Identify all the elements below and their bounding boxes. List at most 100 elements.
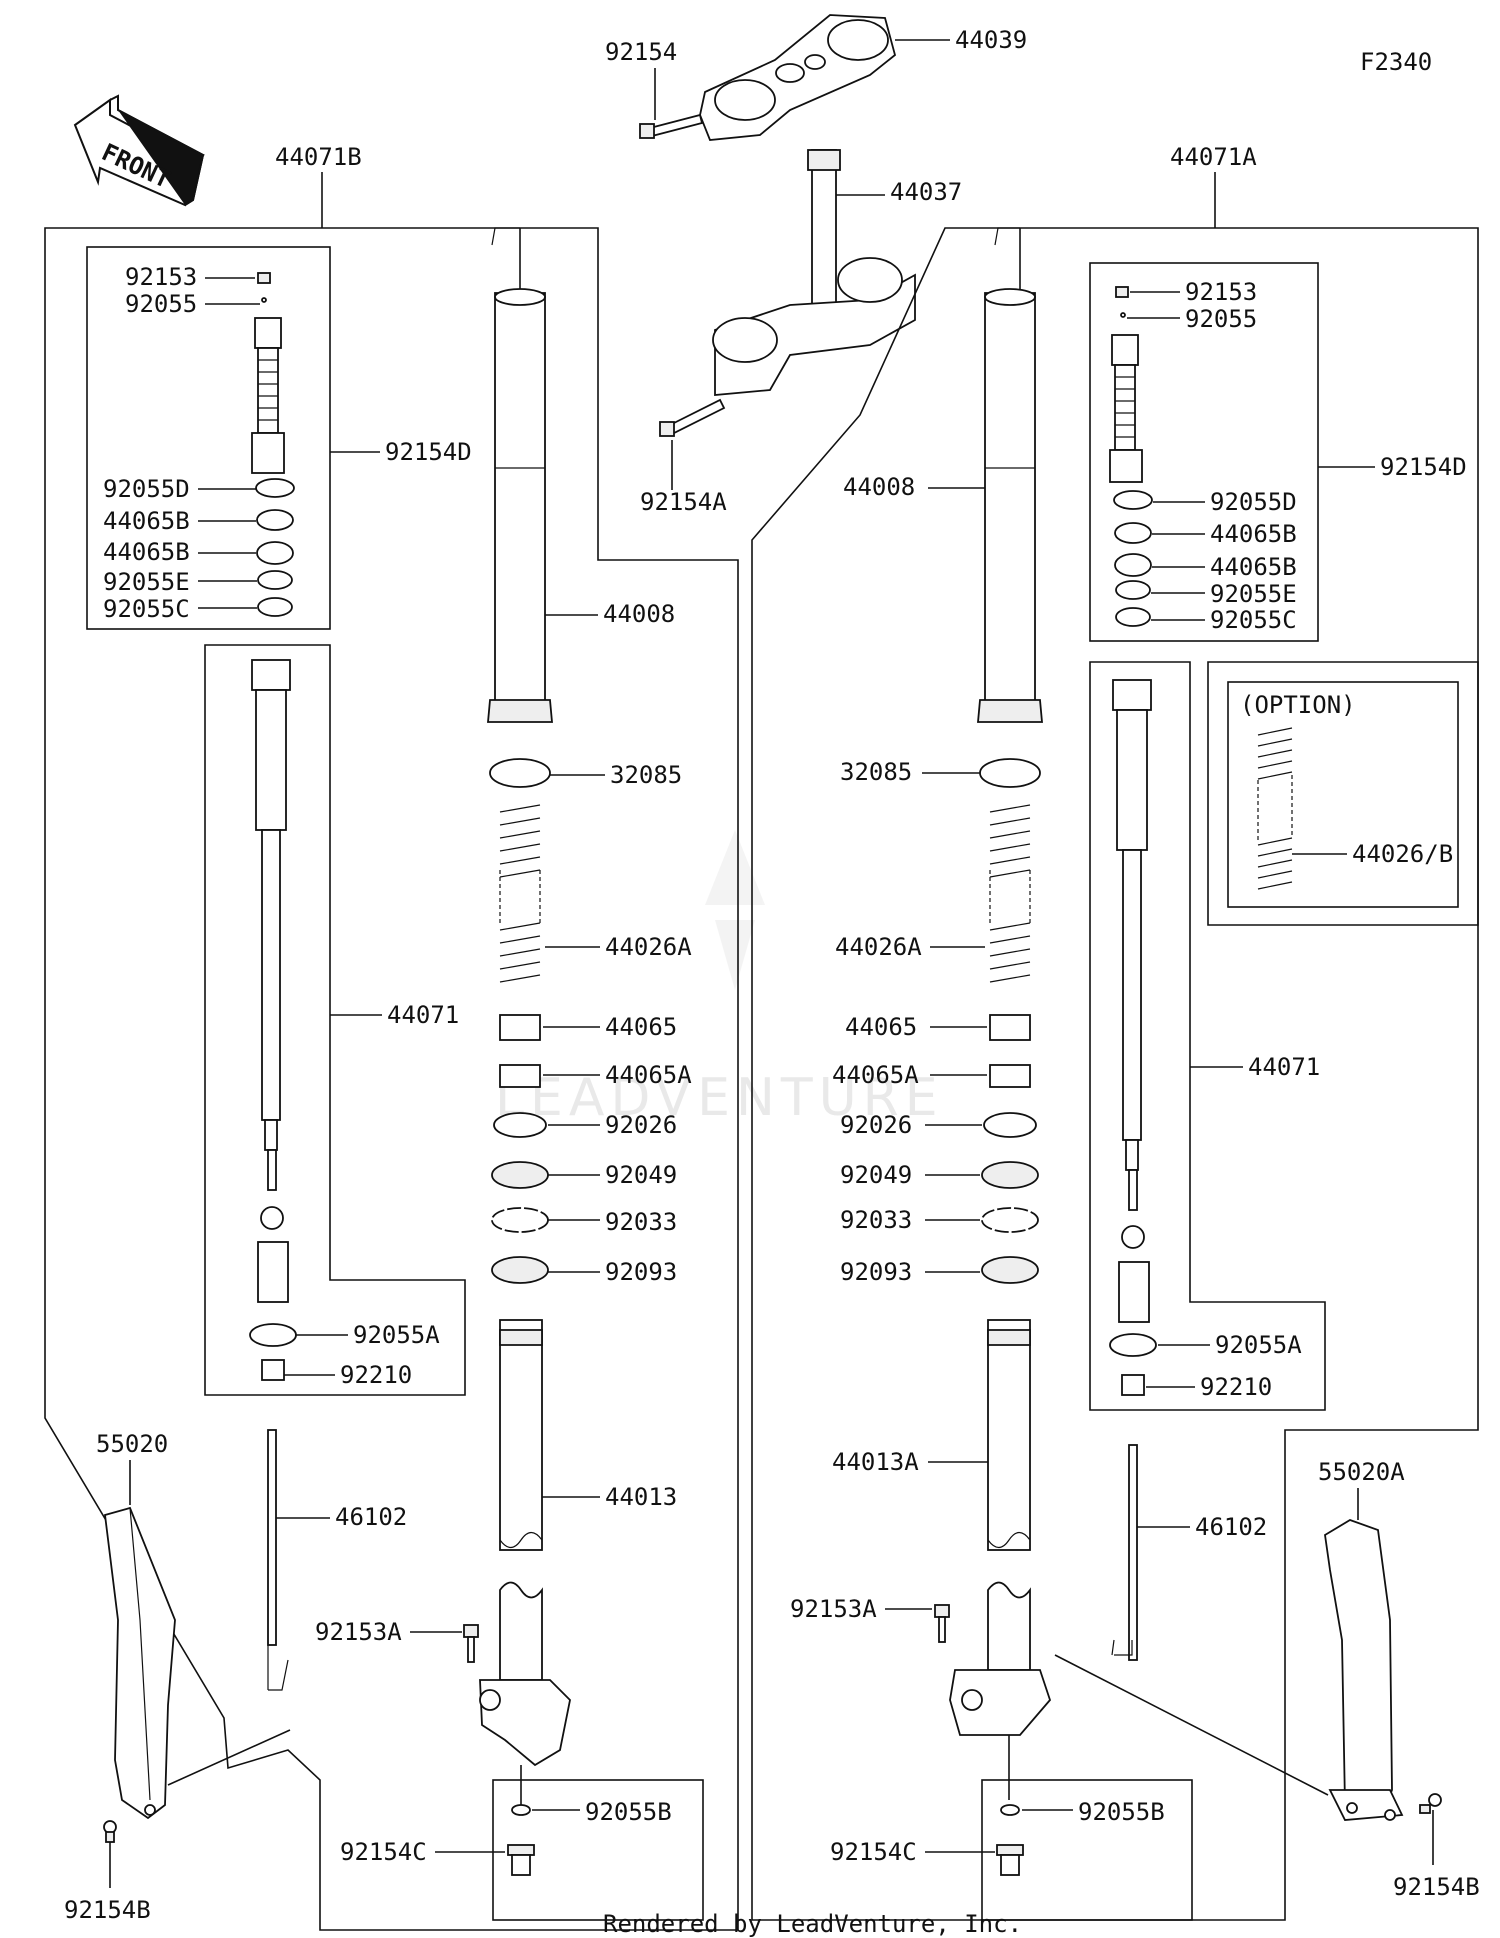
right-outer-tube-44008 (977, 227, 1043, 723)
label-right-92055B: 92055B (1078, 1798, 1165, 1826)
label-right-44026A: 44026A (835, 933, 922, 961)
label-right-46102: 46102 (1195, 1513, 1267, 1541)
left-fork-guard-55020 (104, 1506, 176, 1820)
left-oring-92055C (257, 597, 293, 617)
label-right-44065: 44065 (845, 1013, 917, 1041)
right-washer-92026 (983, 1112, 1037, 1138)
right-oring-92055D (1113, 490, 1153, 510)
left-drain-box (492, 1779, 704, 1921)
bolt-92154 (639, 113, 704, 139)
right-seal-92093 (981, 1256, 1039, 1284)
label-44037: 44037 (890, 178, 962, 206)
label-left-44065B-a: 44065B (103, 507, 190, 535)
left-clip-92033 (491, 1207, 549, 1233)
right-oring-92055C (1115, 607, 1151, 627)
label-left-44026A: 44026A (605, 933, 692, 961)
label-right-92033: 92033 (840, 1206, 912, 1234)
label-right-92055: 92055 (1185, 305, 1257, 333)
label-44039: 44039 (955, 26, 1027, 54)
label-left-92026: 92026 (605, 1111, 677, 1139)
label-left-92055B: 92055B (585, 1798, 672, 1826)
label-right-44008: 44008 (843, 473, 915, 501)
right-cartridge-box (1089, 661, 1326, 1411)
diagram-code: F2340 (1360, 48, 1432, 76)
label-left-92154B: 92154B (64, 1896, 151, 1924)
label-right-92049: 92049 (840, 1161, 912, 1189)
label-right-92154C: 92154C (830, 1838, 917, 1866)
left-bushing-44065 (499, 1014, 541, 1041)
label-right-44013A: 44013A (832, 1448, 919, 1476)
label-left-92055: 92055 (125, 290, 197, 318)
upper-triple-clamp (699, 14, 897, 141)
label-left-44071: 44071 (387, 1001, 459, 1029)
left-inner-tube-44013 (479, 1319, 571, 1767)
label-left-44065B-b: 44065B (103, 538, 190, 566)
label-right-92093: 92093 (840, 1258, 912, 1286)
label-92154A: 92154A (640, 488, 727, 516)
left-cartridge-box (204, 644, 466, 1396)
label-right-44026B: 44026/B (1352, 840, 1453, 868)
right-oring-92055E (1115, 580, 1151, 600)
label-right-92055D: 92055D (1210, 488, 1297, 516)
right-ring-44065B-a (1114, 522, 1152, 544)
right-bolt-92154B (1419, 1793, 1442, 1814)
label-left-32085: 32085 (610, 761, 682, 789)
right-drain-bolt-92154C (996, 1844, 1024, 1876)
label-left-92153A: 92153A (315, 1618, 402, 1646)
label-92154: 92154 (605, 38, 677, 66)
label-44071B: 44071B (275, 143, 362, 171)
label-44071A: 44071A (1170, 143, 1257, 171)
right-seal-92049 (981, 1161, 1039, 1189)
right-assembly-frame (751, 227, 1479, 1921)
label-left-92154D: 92154D (385, 438, 472, 466)
right-cartridge-44071 (1112, 679, 1152, 1323)
watermark-text: LEADVENTURE (495, 1068, 944, 1128)
left-oring-92055B (511, 1804, 531, 1816)
left-oring-92055A (249, 1323, 297, 1347)
right-option-frame (1207, 661, 1479, 926)
left-seal-92049 (491, 1161, 549, 1189)
label-left-44065A: 44065A (605, 1061, 692, 1089)
right-cap-assembly (1109, 286, 1143, 483)
label-left-92153: 92153 (125, 263, 197, 291)
label-left-92049: 92049 (605, 1161, 677, 1189)
label-left-92055A: 92055A (353, 1321, 440, 1349)
label-right-92154B: 92154B (1393, 1873, 1480, 1901)
left-ring-44065B-a (256, 509, 294, 531)
right-cartridge-cap-box (1089, 262, 1319, 642)
label-right-92153: 92153 (1185, 278, 1257, 306)
right-option-box (1227, 681, 1459, 908)
left-nut-92210 (261, 1359, 285, 1381)
label-right-44065B-a: 44065B (1210, 520, 1297, 548)
label-left-44013: 44013 (605, 1483, 677, 1511)
left-ring-32085 (489, 758, 551, 788)
right-oring-92055A (1109, 1333, 1157, 1357)
left-oring-92055E (257, 570, 293, 590)
right-ring-32085 (979, 758, 1041, 788)
left-assembly-frame (44, 227, 739, 1931)
steering-stem (712, 149, 916, 396)
label-left-92093: 92093 (605, 1258, 677, 1286)
left-seal-92093 (491, 1256, 549, 1284)
right-drain-box (981, 1779, 1193, 1921)
right-nut-92210 (1121, 1374, 1145, 1396)
left-ring-44065B-b (256, 541, 294, 565)
left-bolt-92154B (103, 1820, 117, 1843)
left-outer-tube-44008 (487, 227, 553, 723)
label-left-92055E: 92055E (103, 568, 190, 596)
label-right-92210: 92210 (1200, 1373, 1272, 1401)
label-right-92154D: 92154D (1380, 453, 1467, 481)
label-left-92055C: 92055C (103, 595, 190, 623)
left-cap-assembly (251, 272, 285, 474)
left-bolt-92153A (463, 1624, 479, 1663)
label-left-92154C: 92154C (340, 1838, 427, 1866)
label-right-92055C: 92055C (1210, 606, 1297, 634)
label-left-44008: 44008 (603, 600, 675, 628)
left-washer-92026 (493, 1112, 547, 1138)
left-cartridge-cap-box (86, 246, 331, 630)
label-right-55020A: 55020A (1318, 1458, 1405, 1486)
label-left-92210: 92210 (340, 1361, 412, 1389)
footer-credit: Rendered by LeadVenture, Inc. (603, 1910, 1022, 1938)
bolt-92154A (659, 398, 726, 437)
label-right-32085: 32085 (840, 758, 912, 786)
